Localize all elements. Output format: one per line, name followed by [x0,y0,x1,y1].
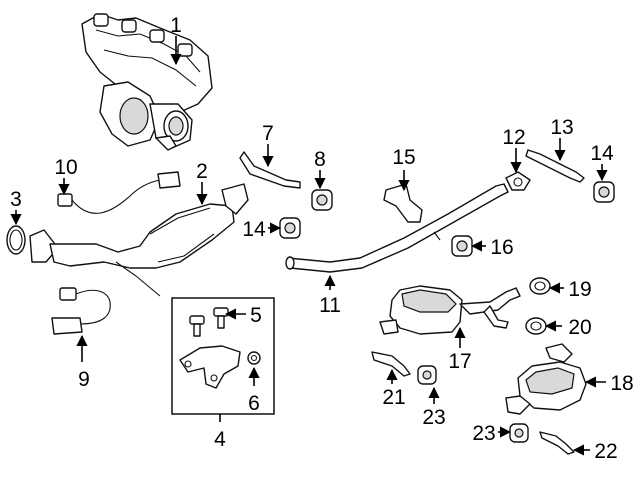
callout-10: 10 [54,156,77,179]
hanger-bracket-21 [371,351,411,377]
hanger-bracket-15 [383,183,423,223]
intermediate-pipe [285,183,509,273]
rubber-insulator-14b [593,181,615,203]
hanger-bracket-7 [239,151,301,189]
callout-18: 18 [610,372,633,395]
callout-9: 9 [78,368,90,391]
oxygen-sensor-downstream [51,287,111,335]
callout-2: 2 [196,160,208,183]
callout-20: 20 [568,316,591,339]
bolt-5a [189,315,205,337]
callout-21: 21 [382,386,405,409]
callout-7: 7 [262,122,274,145]
callout-23-upper: 23 [422,406,445,429]
callout-6: 6 [248,392,260,415]
callout-12: 12 [502,126,525,149]
exhaust-manifold-turbo [81,13,213,151]
callout-5: 5 [250,304,262,327]
callout-16: 16 [490,236,513,259]
callout-11: 11 [319,294,341,317]
oxygen-sensor-upstream [57,171,181,214]
center-muffler [379,285,521,335]
callout-17: 17 [448,350,471,373]
rubber-insulator-23b [509,423,529,443]
rubber-insulator-23a [417,365,437,385]
hanger-bracket-22 [539,431,575,455]
callout-4: 4 [214,428,226,451]
pipe-clamp-19 [529,277,551,295]
catalytic-converter [29,183,249,297]
bracket-kit-box [171,297,275,415]
flange-gasket [6,225,26,255]
bolt-5b [213,307,229,329]
pipe-gasket-12 [505,171,531,191]
callout-8: 8 [314,148,326,171]
callout-14-left: 14 [242,218,266,241]
callout-13: 13 [550,116,573,139]
rubber-insulator-8 [311,189,333,211]
callout-3: 3 [10,188,22,211]
callout-1: 1 [170,14,182,37]
pipe-clamp-20 [525,317,547,335]
callout-22: 22 [594,440,617,463]
callout-19: 19 [568,278,591,301]
hanger-bracket-13 [525,149,585,183]
nut-6 [247,351,261,365]
rear-muffler [505,343,587,415]
callout-23-lower: 23 [472,422,495,445]
callout-15: 15 [392,146,415,169]
rubber-insulator-14a [279,217,301,239]
callout-labels: 1 2 3 4 5 6 7 8 9 10 11 12 13 14 14 15 1… [10,14,634,463]
leader-lines [10,36,608,456]
callout-14-right: 14 [590,142,614,165]
rubber-insulator-16 [451,235,473,257]
